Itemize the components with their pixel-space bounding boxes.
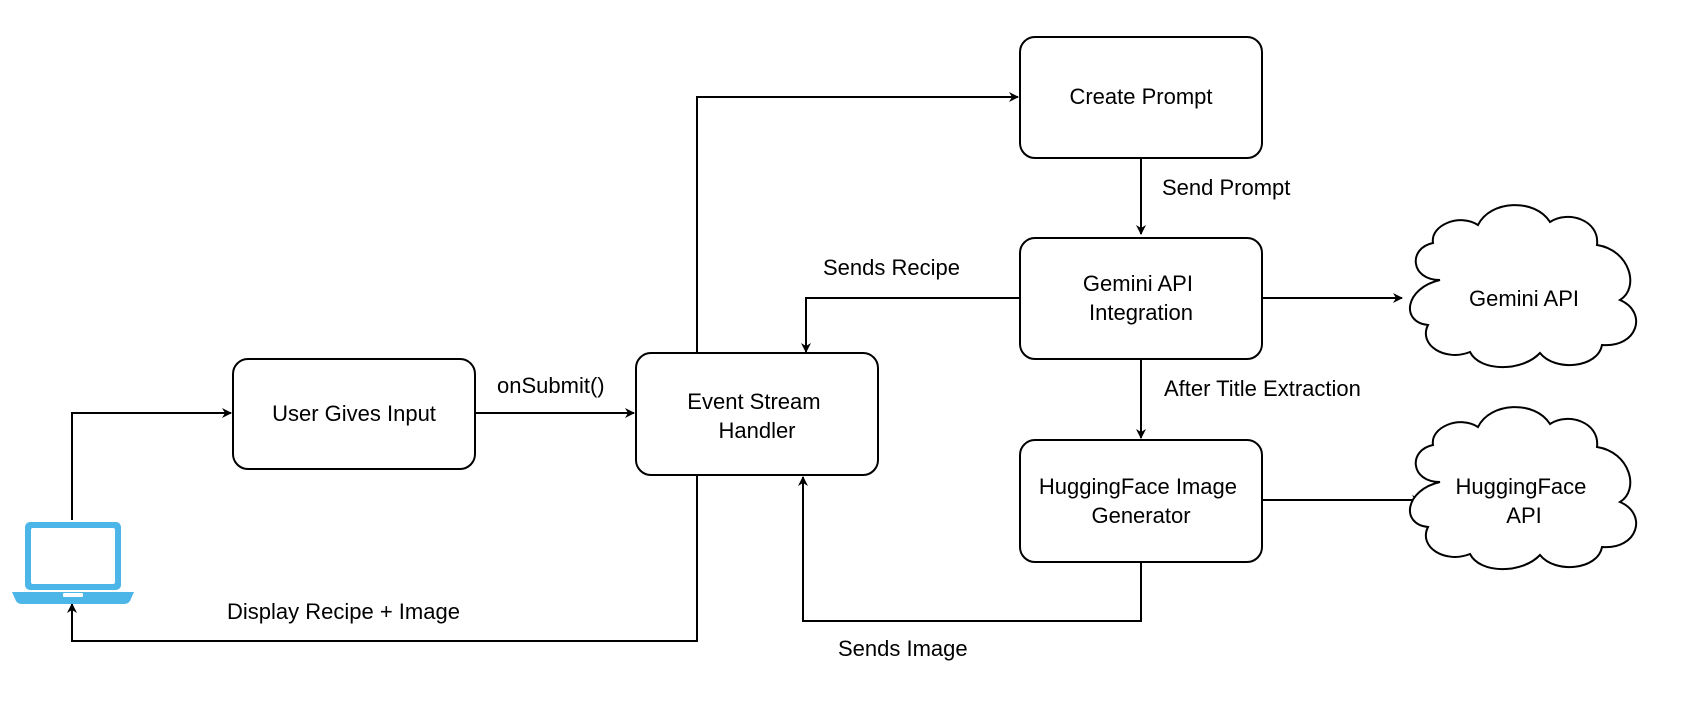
gemini-integration-label-line1: Gemini API — [1083, 271, 1193, 296]
gemini-integration-label: Gemini API Integration — [1083, 271, 1199, 325]
edge-laptop-to-user-input — [71, 408, 232, 520]
hf-api-cloud — [1409, 406, 1638, 571]
edge-display-recipe — [67, 475, 698, 642]
hf-api-label-line2: API — [1506, 503, 1541, 528]
gemini-integration-box — [1019, 237, 1263, 360]
send-prompt-label: Send Prompt — [1162, 175, 1290, 200]
sends-image-label: Sends Image — [838, 636, 968, 661]
on-submit-label: onSubmit() — [497, 373, 605, 398]
user-input-box — [232, 358, 476, 470]
hf-generator-label: HuggingFace Image Generator — [1039, 474, 1243, 528]
event-stream-box — [635, 352, 879, 476]
sends-recipe-label: Sends Recipe — [823, 255, 960, 280]
laptop-icon — [12, 522, 134, 604]
create-prompt-label: Create Prompt — [1069, 84, 1212, 109]
user-input-label: User Gives Input — [272, 401, 436, 426]
hf-generator-box — [1019, 439, 1263, 563]
gemini-integration-label-line2: Integration — [1089, 300, 1193, 325]
edge-sends-recipe — [801, 297, 1019, 353]
edge-sends-image — [798, 476, 1142, 622]
hf-generator-label-line2: Generator — [1091, 503, 1190, 528]
gemini-api-label: Gemini API — [1469, 286, 1579, 311]
edge-event-to-create-prompt — [696, 92, 1019, 352]
create-prompt-box — [1019, 36, 1263, 159]
hf-api-label: HuggingFace API — [1456, 474, 1593, 528]
display-recipe-label: Display Recipe + Image — [227, 599, 460, 624]
event-stream-label: Event Stream Handler — [687, 389, 826, 443]
gemini-api-cloud — [1409, 204, 1638, 369]
event-stream-label-line1: Event Stream — [687, 389, 820, 414]
after-title-label: After Title Extraction — [1164, 376, 1361, 401]
hf-api-label-line1: HuggingFace — [1456, 474, 1587, 499]
hf-generator-label-line1: HuggingFace Image — [1039, 474, 1237, 499]
event-stream-label-line2: Handler — [718, 418, 795, 443]
